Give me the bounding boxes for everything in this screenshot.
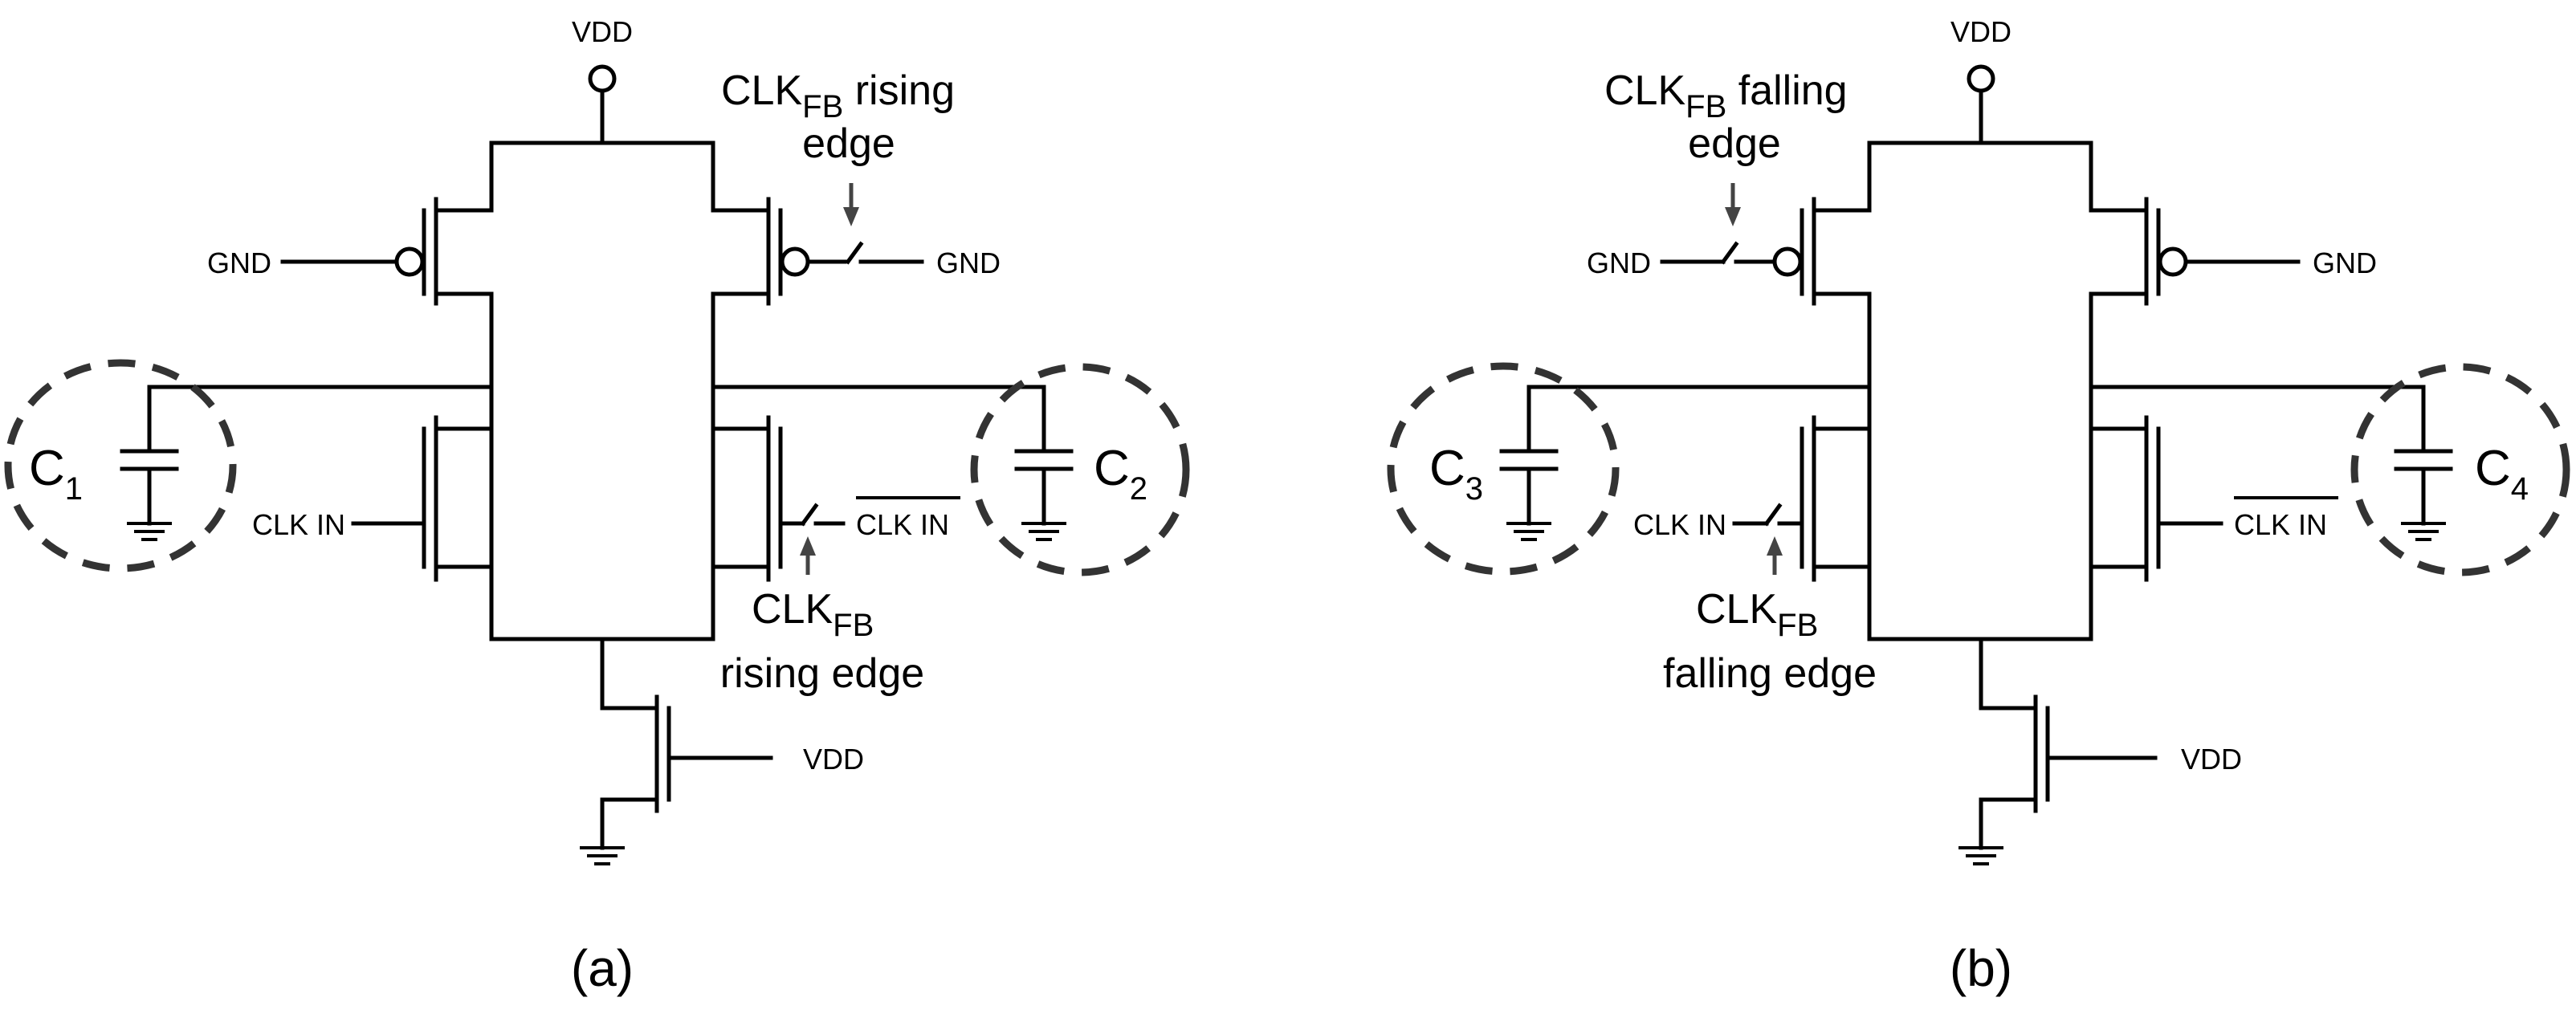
arrow-top-switch-b [1725, 183, 1741, 226]
vdd-label-top-b: VDD [1950, 15, 2011, 48]
pmos-left-a: GND [207, 140, 494, 580]
pmos-right-b: GND [2089, 140, 2377, 580]
cap-label-c2: C2 [1094, 441, 1147, 507]
clk-in-label-left-b: CLK IN [1633, 508, 1726, 541]
vdd-terminal-top-a: VDD [572, 15, 633, 145]
switch-note-top-b: CLKFB falling edge [1604, 67, 1848, 167]
nmos-left-b: CLK IN [1633, 415, 1872, 582]
panel-b: VDD GND CLKFB falling edge [1387, 15, 2570, 997]
panel-a: VDD GND GND [4, 15, 1190, 997]
nmos-right-a: CLK IN [711, 415, 960, 582]
svg-text:edge: edge [802, 120, 895, 167]
vdd-terminal-top-b: VDD [1950, 15, 2011, 145]
dashed-circle-c3 [1387, 362, 1620, 576]
arrow-bottom-switch-b [1767, 536, 1783, 575]
cap-label-c3: C3 [1429, 441, 1483, 507]
dashed-circle-c2 [970, 363, 1190, 576]
capacitor-c2 [1014, 385, 1074, 541]
cap-label-c1: C1 [29, 441, 83, 507]
svg-text:edge: edge [1688, 120, 1781, 167]
dashed-circle-c4 [2350, 363, 2570, 576]
switch-note-bottom-a: CLKFB rising edge [720, 586, 924, 697]
cap-label-c4: C4 [2475, 441, 2529, 507]
caption-b: (b) [1950, 939, 2012, 997]
switch-bottom-a [800, 503, 819, 527]
arrow-bottom-switch-a [800, 536, 816, 575]
capacitor-c1 [120, 385, 179, 541]
svg-text:rising edge: rising edge [720, 650, 924, 697]
dashed-circle-c1 [4, 359, 237, 572]
svg-text:falling edge: falling edge [1663, 650, 1877, 697]
clk-in-label-right-a: CLK IN [856, 508, 949, 541]
gnd-label-left-b: GND [1587, 246, 1651, 279]
switch-note-bottom-b: CLKFB falling edge [1663, 586, 1877, 697]
pmos-left-b: GND [1587, 140, 1872, 580]
svg-text:CLKFB: CLKFB [752, 586, 874, 643]
nmos-left-a: CLK IN [252, 415, 494, 582]
svg-text:CLKFB: CLKFB [1696, 586, 1818, 643]
gnd-label-right-b: GND [2313, 246, 2377, 279]
gnd-label-right-a: GND [936, 246, 1001, 279]
nmos-tail-a: VDD [578, 637, 864, 865]
svg-text:CLKFB rising: CLKFB rising [721, 67, 955, 124]
clk-in-label-left-a: CLK IN [252, 508, 345, 541]
gnd-label-left-a: GND [207, 246, 271, 279]
vdd-label-top-a: VDD [572, 15, 633, 48]
arrow-top-switch-a [843, 183, 859, 226]
nmos-right-b: CLK IN [2089, 415, 2338, 582]
caption-a: (a) [571, 939, 634, 997]
pmos-right-a: GND [711, 140, 1001, 580]
switch-top-a [845, 241, 864, 265]
switch-bottom-b [1763, 503, 1783, 527]
clk-in-label-right-b: CLK IN [2234, 508, 2327, 541]
switch-note-top-a: CLKFB rising edge [721, 67, 955, 167]
capacitor-c4 [2394, 385, 2453, 541]
capacitor-c3 [1499, 385, 1559, 541]
vdd-label-tail-b: VDD [2181, 743, 2242, 776]
svg-text:CLKFB falling: CLKFB falling [1604, 67, 1848, 124]
switch-top-b [1720, 241, 1739, 265]
vdd-label-tail-a: VDD [803, 743, 864, 776]
bottom-rail-a [489, 564, 715, 641]
bottom-rail-b [1867, 564, 2093, 641]
nmos-tail-b: VDD [1957, 637, 2242, 865]
